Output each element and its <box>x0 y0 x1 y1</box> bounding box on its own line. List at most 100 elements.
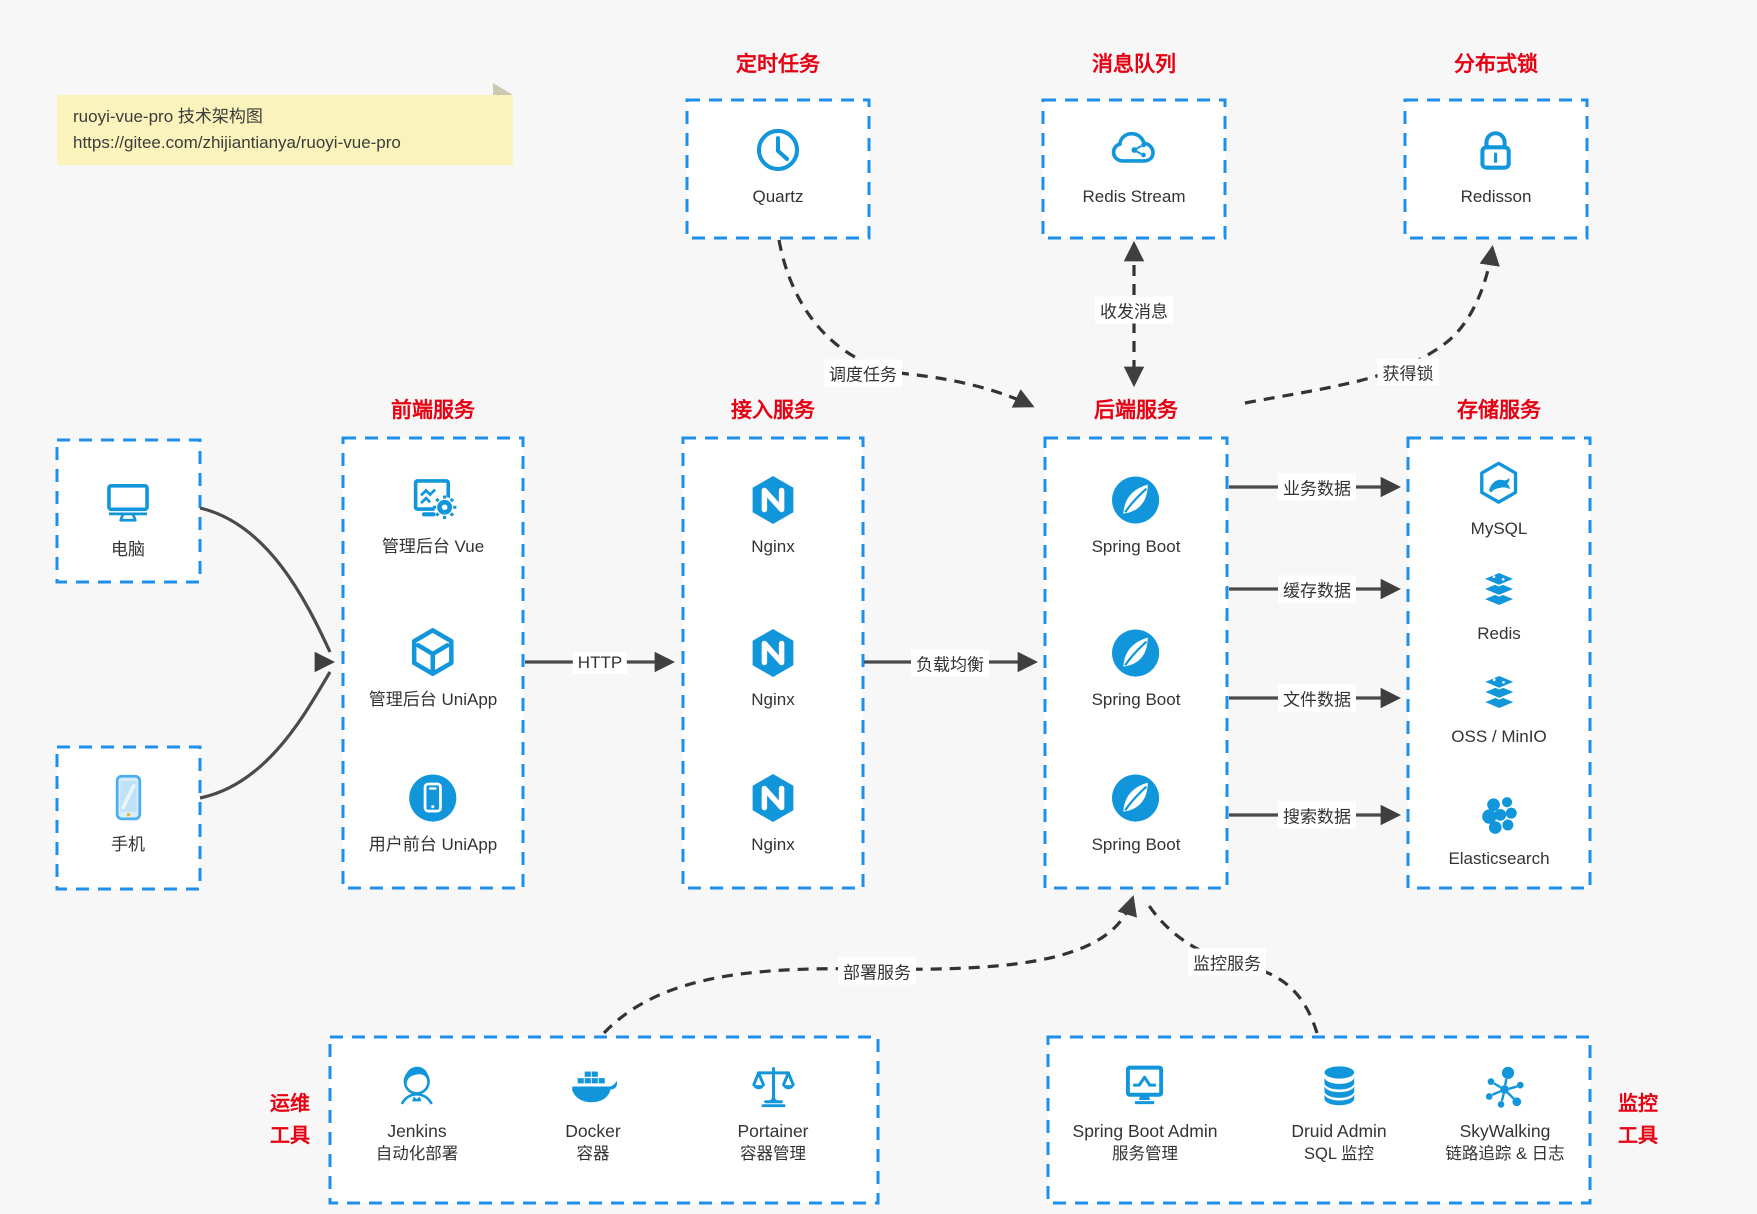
node-label: MySQL <box>1470 519 1528 538</box>
tool-desc: SQL 监控 <box>1303 1145 1374 1163</box>
sticky-note: ruoyi-vue-pro 技术架构图 https://gitee.com/zh… <box>57 83 513 165</box>
edge-label-acquire-lock: 获得锁 <box>1377 358 1439 386</box>
note-title: ruoyi-vue-pro 技术架构图 <box>73 107 263 126</box>
node-admin-uniapp: 管理后台 UniApp <box>369 624 497 710</box>
docker-icon <box>572 1071 618 1103</box>
druid-icon <box>1324 1066 1354 1106</box>
skywalking-icon <box>1485 1066 1524 1108</box>
edge-monitor-service <box>1146 903 1319 1034</box>
edge-label-cache-data: 缓存数据 <box>1278 575 1356 603</box>
node-springboot-1: Spring Boot <box>1091 471 1181 557</box>
edge-label-message: 收发消息 <box>1095 296 1173 324</box>
user-app-icon <box>409 774 457 822</box>
spring-icon <box>1112 774 1160 822</box>
node-label: OSS / MinIO <box>1451 727 1547 746</box>
node-druid-admin: Druid Admin SQL 监控 <box>1291 1058 1387 1165</box>
edge-label-schedule-task: 调度任务 <box>824 359 902 387</box>
node-nginx-3: Nginx <box>744 769 802 855</box>
node-springboot-3: Spring Boot <box>1092 769 1180 855</box>
lock-icon <box>1480 131 1512 170</box>
edge-label-http: HTTP <box>572 652 628 674</box>
node-admin-vue: 管理后台 Vue <box>382 471 484 557</box>
tool-desc: 链路追踪 & 日志 <box>1445 1145 1565 1163</box>
elasticsearch-icon <box>1481 797 1517 834</box>
node-label: Nginx <box>751 537 795 556</box>
redis-stack-icon <box>1480 571 1518 607</box>
node-label: 用户前台 UniApp <box>368 835 498 854</box>
title-message-queue: 消息队列 <box>1092 53 1176 76</box>
node-label: 管理后台 UniApp <box>368 690 498 709</box>
node-label: Nginx <box>751 835 795 854</box>
monitor-box <box>1046 1035 1592 1205</box>
node-quartz: Quartz <box>749 121 807 207</box>
node-label: Spring Boot <box>1091 690 1181 709</box>
nginx-icon <box>752 628 794 678</box>
edge-label-monitor: 监控服务 <box>1188 948 1266 976</box>
edge-label-load-balance: 负载均衡 <box>911 649 989 677</box>
node-springboot-2: Spring Boot <box>1091 624 1181 710</box>
node-skywalking: SkyWalking 链路追踪 & 日志 <box>1445 1058 1565 1165</box>
tool-name: Spring Boot Admin <box>1072 1121 1218 1141</box>
note-url: https://gitee.com/zhijiantianya/ruoyi-vu… <box>73 133 401 152</box>
edge-pc-to-frontend <box>199 506 332 653</box>
node-label: Quartz <box>752 187 804 206</box>
nginx-icon <box>752 475 794 525</box>
mysql-icon <box>1480 461 1518 504</box>
node-docker: Docker 容器 <box>565 1058 621 1165</box>
tool-name: Druid Admin <box>1291 1121 1387 1141</box>
node-oss-minio: OSS / MinIO <box>1451 665 1547 747</box>
node-redisson: Redisson <box>1460 121 1532 207</box>
edge-label-deploy: 部署服务 <box>838 957 916 985</box>
node-label: Nginx <box>751 690 795 709</box>
edge-mobile-to-frontend <box>199 671 332 800</box>
edge-label-file-data: 文件数据 <box>1278 684 1356 712</box>
mobile-icon <box>115 774 142 821</box>
edge-label-search-data: 搜索数据 <box>1278 801 1356 829</box>
node-label: Redis Stream <box>1082 187 1186 206</box>
oss-stack-icon <box>1480 674 1518 710</box>
admin-vue-icon <box>413 479 457 520</box>
node-label: Redis <box>1477 624 1521 643</box>
node-label: Redisson <box>1460 187 1532 206</box>
node-pc: 电脑 <box>99 474 157 560</box>
edge-label-business-data: 业务数据 <box>1278 473 1356 501</box>
spring-icon <box>1112 629 1160 677</box>
side-label-devops-tools: 运维 工具 <box>270 1093 310 1147</box>
uniapp-cube-icon <box>412 628 454 677</box>
tool-name: Docker <box>565 1121 621 1141</box>
node-label: 管理后台 Vue <box>381 537 485 556</box>
title-scheduled-task: 定时任务 <box>736 53 820 76</box>
node-portainer: Portainer 容器管理 <box>737 1058 809 1165</box>
title-frontend-services: 前端服务 <box>391 399 475 422</box>
note-fold-corner <box>493 83 513 95</box>
node-elasticsearch: Elasticsearch <box>1448 787 1550 869</box>
node-mobile: 手机 <box>99 769 157 855</box>
node-label: Elasticsearch <box>1448 849 1550 868</box>
title-gateway-services: 接入服务 <box>731 399 815 422</box>
tool-name: SkyWalking <box>1459 1121 1551 1141</box>
node-label: Spring Boot <box>1091 537 1181 556</box>
clock-icon <box>756 128 800 172</box>
spring-icon <box>1112 476 1160 524</box>
node-label: 手机 <box>111 835 145 854</box>
node-nginx-2: Nginx <box>744 624 802 710</box>
side-label-monitor-tools: 监控 工具 <box>1618 1093 1658 1147</box>
tool-desc: 服务管理 <box>1111 1145 1178 1163</box>
devops-box <box>328 1035 880 1205</box>
title-backend-services: 后端服务 <box>1094 399 1178 422</box>
portainer-icon <box>751 1067 795 1108</box>
redis-stream-box <box>1041 98 1227 240</box>
node-nginx-1: Nginx <box>744 471 802 557</box>
tool-desc: 自动化部署 <box>375 1145 459 1163</box>
node-redis: Redis <box>1472 562 1526 644</box>
sba-icon <box>1126 1065 1164 1105</box>
tool-desc: 容器管理 <box>739 1145 806 1163</box>
edge-schedule-task <box>777 239 1035 408</box>
title-storage-services: 存储服务 <box>1457 399 1541 422</box>
title-distributed-lock: 分布式锁 <box>1454 53 1538 76</box>
cloud-stream-icon <box>1112 131 1156 163</box>
tool-desc: 容器 <box>576 1145 610 1163</box>
node-user-uniapp: 用户前台 UniApp <box>369 769 497 855</box>
nginx-icon <box>752 773 794 823</box>
